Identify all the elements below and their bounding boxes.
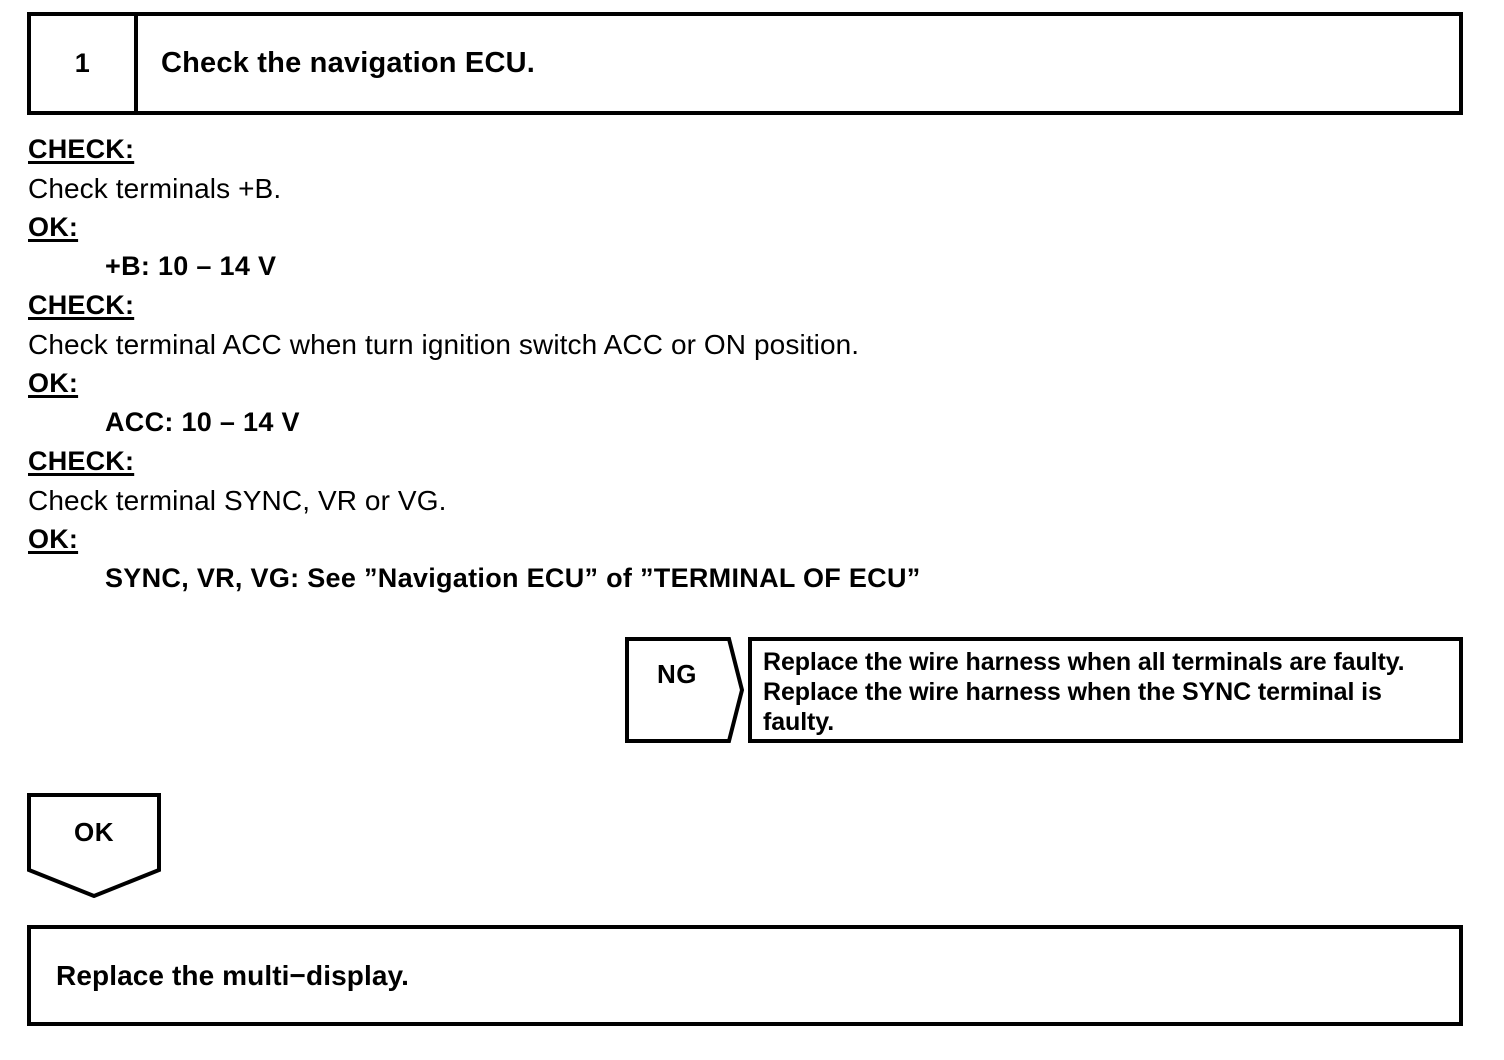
check-label-1: CHECK: — [28, 134, 135, 164]
result-text: Replace the multi−display. — [56, 959, 409, 991]
ok-label: OK — [74, 816, 114, 847]
result-box: Replace the multi−display. — [27, 925, 1463, 1026]
procedure-block: CHECK: Check terminals +B. OK: +B: 10 – … — [28, 130, 1468, 598]
check-label-2: CHECK: — [28, 290, 135, 320]
ok-value-3: SYNC, VR, VG: See ”Navigation ECU” of ”T… — [105, 563, 921, 593]
step-number: 1 — [74, 48, 91, 78]
ok-value-1: +B: 10 – 14 V — [105, 251, 277, 281]
ok-label-1: OK: — [28, 212, 79, 242]
step-number-cell: 1 — [31, 16, 138, 111]
check-label-3: CHECK: — [28, 446, 135, 476]
step-title: Check the navigation ECU. — [161, 47, 536, 79]
check-text-2: Check terminal ACC when turn ignition sw… — [28, 329, 860, 360]
ok-label-2: OK: — [28, 368, 79, 398]
ng-action-text: Replace the wire harness when all termin… — [763, 648, 1405, 736]
check-text-3: Check terminal SYNC, VR or VG. — [28, 485, 447, 516]
ng-action-box: Replace the wire harness when all termin… — [748, 637, 1463, 743]
check-text-1: Check terminals +B. — [28, 173, 282, 204]
ng-branch: NG Replace the wire harness when all ter… — [625, 637, 1463, 743]
ok-label-3: OK: — [28, 524, 79, 554]
step-header-box: 1 Check the navigation ECU. — [27, 12, 1463, 115]
ng-label: NG — [657, 658, 697, 689]
ng-arrow-icon — [625, 637, 745, 743]
ok-value-2: ACC: 10 – 14 V — [105, 407, 300, 437]
ok-arrow-icon — [27, 793, 161, 898]
